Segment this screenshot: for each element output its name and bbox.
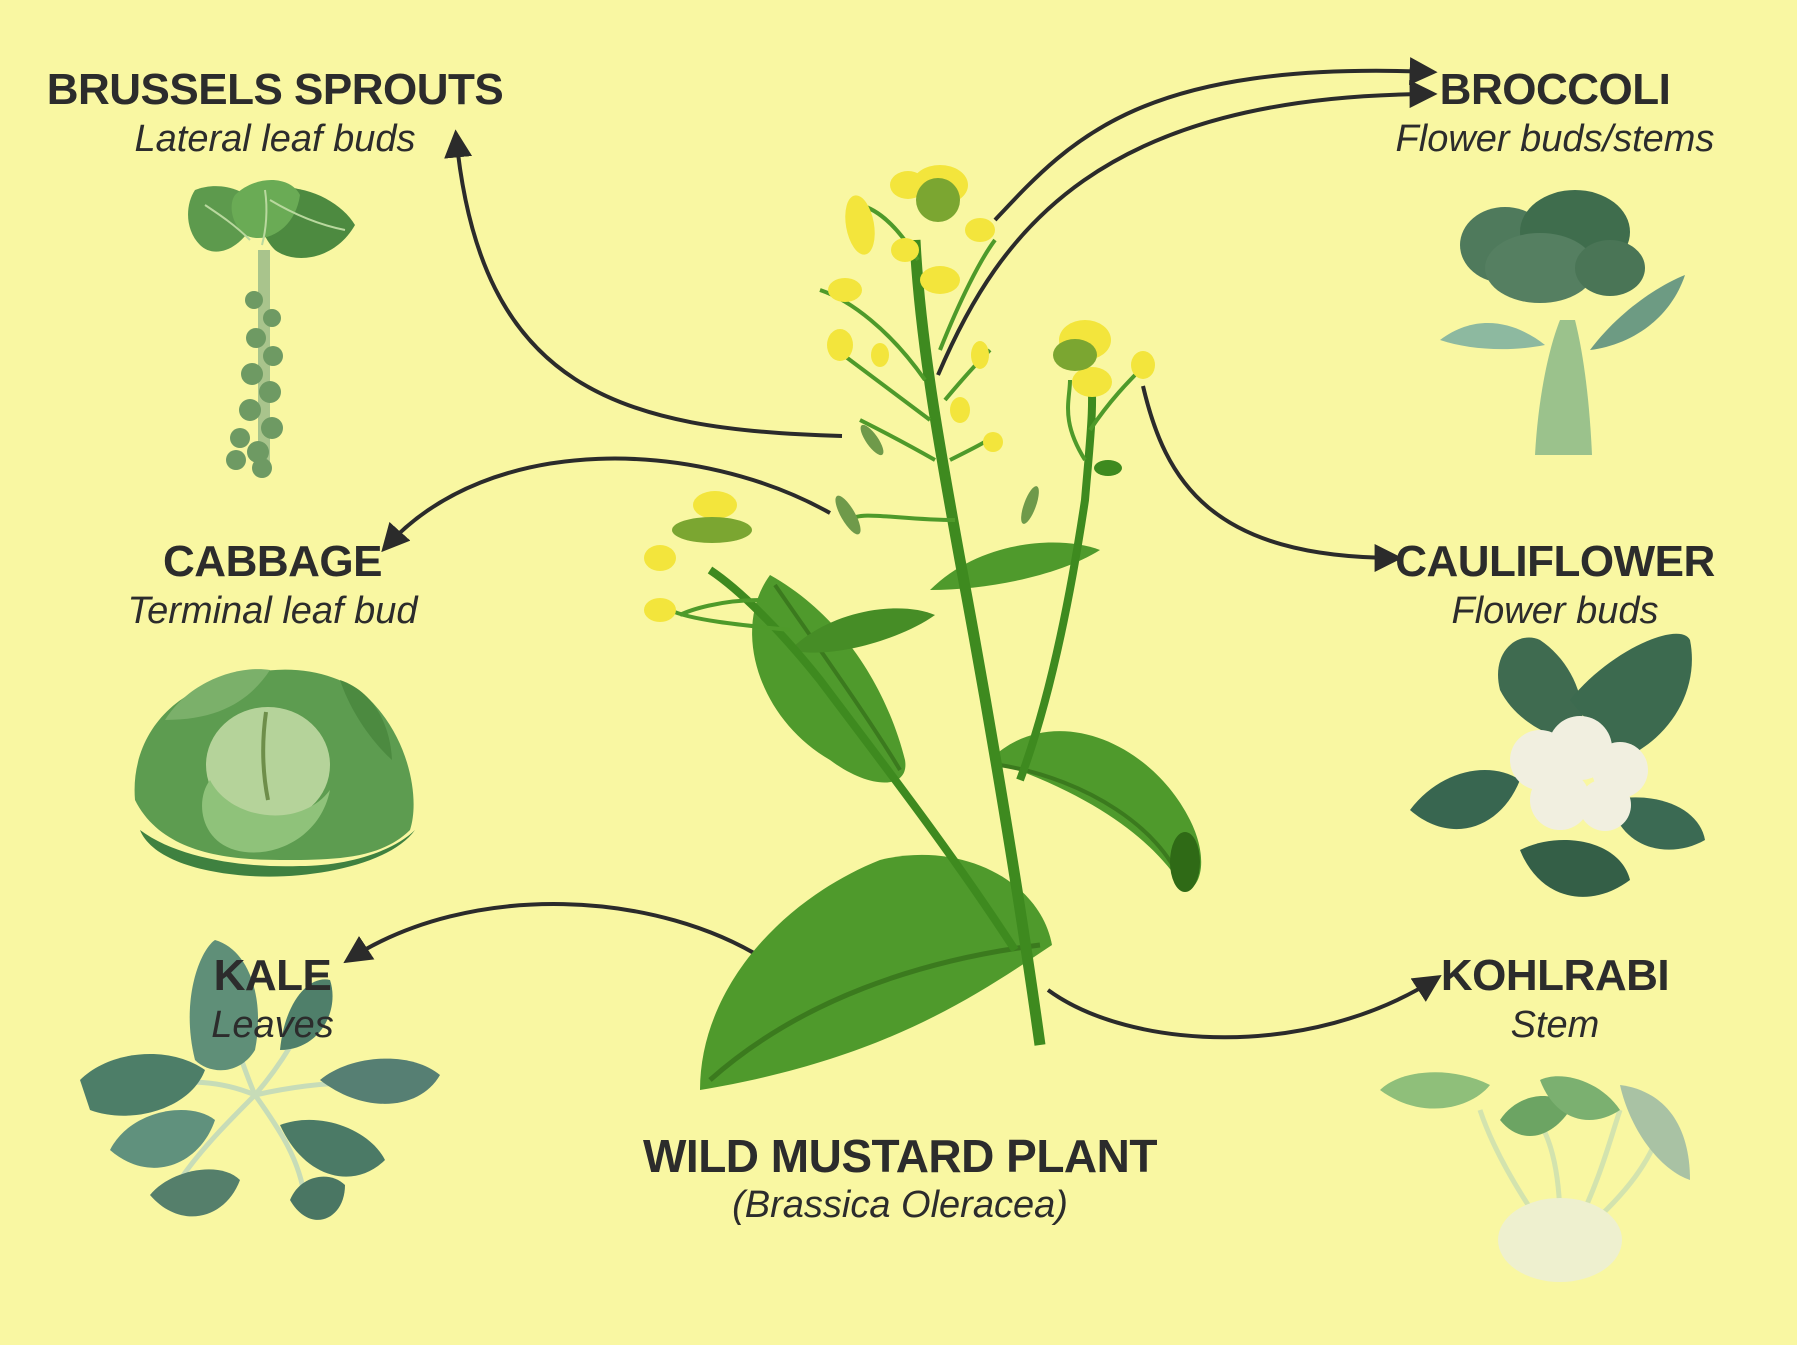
brussels-sprouts-part: Lateral leaf buds — [40, 116, 510, 162]
brussels-sprouts-illustration — [188, 180, 355, 478]
kohlrabi-label: KOHLRABI Stem — [1420, 950, 1690, 1048]
kale-name: KALE — [130, 950, 415, 1002]
kohlrabi-name: KOHLRABI — [1420, 950, 1690, 1002]
kohlrabi-part: Stem — [1420, 1002, 1690, 1048]
kale-label: KALE Leaves — [130, 950, 415, 1048]
cauliflower-label: CAULIFLOWER Flower buds — [1395, 536, 1715, 634]
kale-part: Leaves — [130, 1002, 415, 1048]
cabbage-part: Terminal leaf bud — [70, 588, 475, 634]
cabbage-illustration — [135, 669, 415, 877]
brussels-sprouts-label: BRUSSELS SPROUTS Lateral leaf buds — [40, 64, 510, 162]
brussels-sprouts-name: BRUSSELS SPROUTS — [40, 64, 510, 116]
kohlrabi-illustration — [1380, 1072, 1690, 1282]
arrow-to-cabbage — [385, 459, 830, 548]
wild-mustard-name: WILD MUSTARD PLANT — [640, 1130, 1160, 1182]
arrow-to-broccoli-2 — [938, 94, 1432, 375]
cauliflower-part: Flower buds — [1395, 588, 1715, 634]
cabbage-label: CABBAGE Terminal leaf bud — [70, 536, 475, 634]
broccoli-illustration — [1440, 190, 1685, 455]
cabbage-name: CABBAGE — [70, 536, 475, 588]
broccoli-name: BROCCOLI — [1380, 64, 1730, 116]
wild-mustard-label: WILD MUSTARD PLANT (Brassica Oleracea) — [640, 1130, 1160, 1228]
arrow-to-brussels-sprouts — [456, 135, 842, 436]
broccoli-label: BROCCOLI Flower buds/stems — [1380, 64, 1730, 162]
arrow-to-cauliflower — [1143, 386, 1397, 558]
cauliflower-illustration — [1410, 634, 1705, 897]
wild-mustard-plant-illustration — [644, 165, 1201, 1090]
arrow-to-kohlrabi — [1048, 978, 1437, 1037]
cauliflower-name: CAULIFLOWER — [1395, 536, 1715, 588]
wild-mustard-latin: (Brassica Oleracea) — [640, 1182, 1160, 1228]
broccoli-part: Flower buds/stems — [1380, 116, 1730, 162]
